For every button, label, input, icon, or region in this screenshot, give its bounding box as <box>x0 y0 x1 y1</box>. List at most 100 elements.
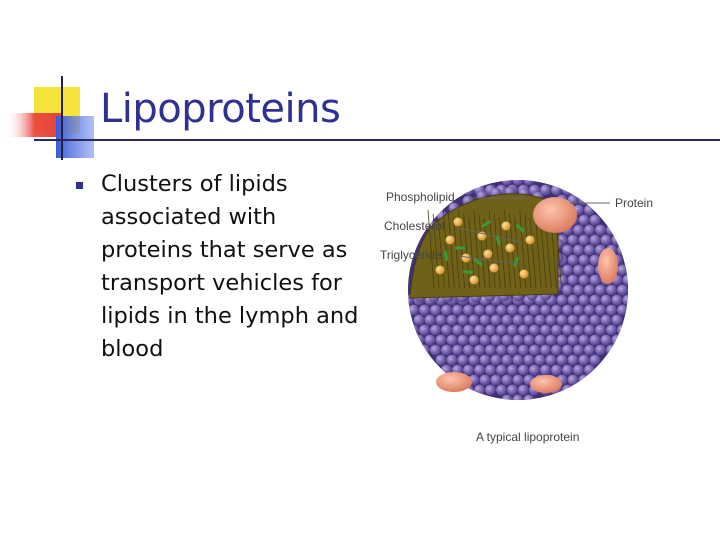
phospholipid-tail <box>442 209 450 289</box>
phospholipid-head <box>578 214 590 226</box>
triglyceride-molecule <box>469 275 479 285</box>
phospholipid-head <box>567 274 579 286</box>
phospholipid-tail <box>493 213 501 289</box>
leader-line-triglyceride <box>457 255 521 265</box>
phospholipid-head <box>523 334 535 346</box>
phospholipid-head <box>463 364 474 376</box>
phospholipid-tail <box>427 209 435 289</box>
phospholipid-head <box>452 344 463 356</box>
phospholipid-head <box>562 344 573 356</box>
triglyceride-molecule <box>445 235 455 245</box>
lipoprotein-figure: Phospholipid Cholesterol Triglyceride Pr… <box>370 170 720 460</box>
phospholipid-head <box>457 354 469 366</box>
phospholipid-head <box>523 314 535 326</box>
phospholipid-head <box>474 344 485 356</box>
phospholipid-head <box>512 334 524 346</box>
cholesterol-molecule <box>480 220 492 228</box>
phospholipid-head <box>600 314 612 326</box>
phospholipid-head <box>446 334 458 346</box>
phospholipid-head <box>496 324 507 336</box>
phospholipid-tail <box>453 217 460 289</box>
phospholipid-head <box>611 294 623 306</box>
phospholipid-head <box>534 314 546 326</box>
phospholipid-head <box>512 354 524 366</box>
phospholipid-head <box>589 334 601 346</box>
phospholipid-head <box>485 344 496 356</box>
red-bar <box>6 113 62 137</box>
phospholipid-head <box>463 324 474 336</box>
phospholipid-head <box>611 334 623 346</box>
phospholipid-head <box>589 214 601 226</box>
phospholipid-head <box>578 374 590 386</box>
phospholipid-head <box>518 384 529 396</box>
phospholipid-head <box>479 314 491 326</box>
phospholipid-head <box>573 244 584 256</box>
label-protein: Protein <box>615 196 654 210</box>
figure-caption: A typical lipoprotein <box>476 430 580 444</box>
phospholipid-head <box>512 374 524 386</box>
phospholipid-head <box>430 304 441 316</box>
phospholipid-head <box>578 234 590 246</box>
core-molecules <box>435 217 535 285</box>
phospholipid-head <box>463 304 474 316</box>
phospholipid-head <box>496 384 507 396</box>
phospholipid-head <box>419 344 430 356</box>
phospholipid-head <box>611 314 623 326</box>
phospholipid-tail <box>473 209 481 289</box>
phospholipid-head <box>479 374 491 386</box>
phospholipid-head <box>578 194 590 206</box>
phospholipid-head <box>589 274 601 286</box>
triglyceride-molecule <box>453 217 463 227</box>
phospholipid-head <box>430 324 441 336</box>
phospholipid-head <box>567 294 579 306</box>
phospholipid-head <box>600 294 612 306</box>
phospholipid-head <box>573 324 584 336</box>
phospholipid-head <box>551 184 562 196</box>
cholesterol-molecule <box>455 246 465 250</box>
phospholipid-head <box>523 354 535 366</box>
phospholipid-tail <box>524 213 532 289</box>
phospholipid-head <box>468 314 480 326</box>
phospholipid-head <box>578 314 590 326</box>
phospholipid-head <box>413 334 425 346</box>
phospholipid-head <box>501 180 513 186</box>
phospholipid-head <box>485 324 496 336</box>
phospholipid-head <box>584 364 595 376</box>
phospholipid-head <box>529 344 540 356</box>
phospholipid-head <box>562 264 573 276</box>
phospholipid-head <box>589 354 601 366</box>
phospholipid-head <box>507 384 518 396</box>
phospholipid-head <box>540 364 551 376</box>
phospholipid-head <box>573 264 584 276</box>
triglyceride-molecule <box>525 235 535 245</box>
phospholipid-tail <box>437 217 445 289</box>
phospholipid-head <box>573 344 584 356</box>
cholesterol-molecule <box>462 270 474 274</box>
slide-title: Lipoproteins <box>100 86 341 132</box>
lipoprotein-illustration <box>408 180 628 400</box>
phospholipid-head <box>474 304 485 316</box>
triglyceride-molecule <box>461 253 471 263</box>
phospholipid-head <box>551 324 562 336</box>
phospholipid-head <box>578 254 590 266</box>
protein-blob <box>436 372 472 392</box>
phospholipid-head <box>562 304 573 316</box>
phospholipid-head <box>562 184 573 196</box>
phospholipid-head <box>485 304 496 316</box>
phospholipid-head <box>589 314 601 326</box>
phospholipid-head <box>595 324 606 336</box>
cholesterol-molecule <box>495 234 501 246</box>
title-divider <box>34 139 720 141</box>
phospholipid-head <box>518 364 529 376</box>
phospholipid-head <box>518 324 529 336</box>
phospholipid-head <box>562 324 573 336</box>
phospholipid-head <box>512 180 524 186</box>
phospholipid-head <box>622 274 628 286</box>
phospholipid-head <box>424 334 436 346</box>
phospholipid-tail <box>499 217 506 289</box>
phospholipid-head <box>595 224 606 236</box>
phospholipid-head <box>584 264 595 276</box>
phospholipid-head <box>507 364 518 376</box>
cholesterol-molecule <box>515 223 525 233</box>
phospholipid-head <box>617 284 628 296</box>
